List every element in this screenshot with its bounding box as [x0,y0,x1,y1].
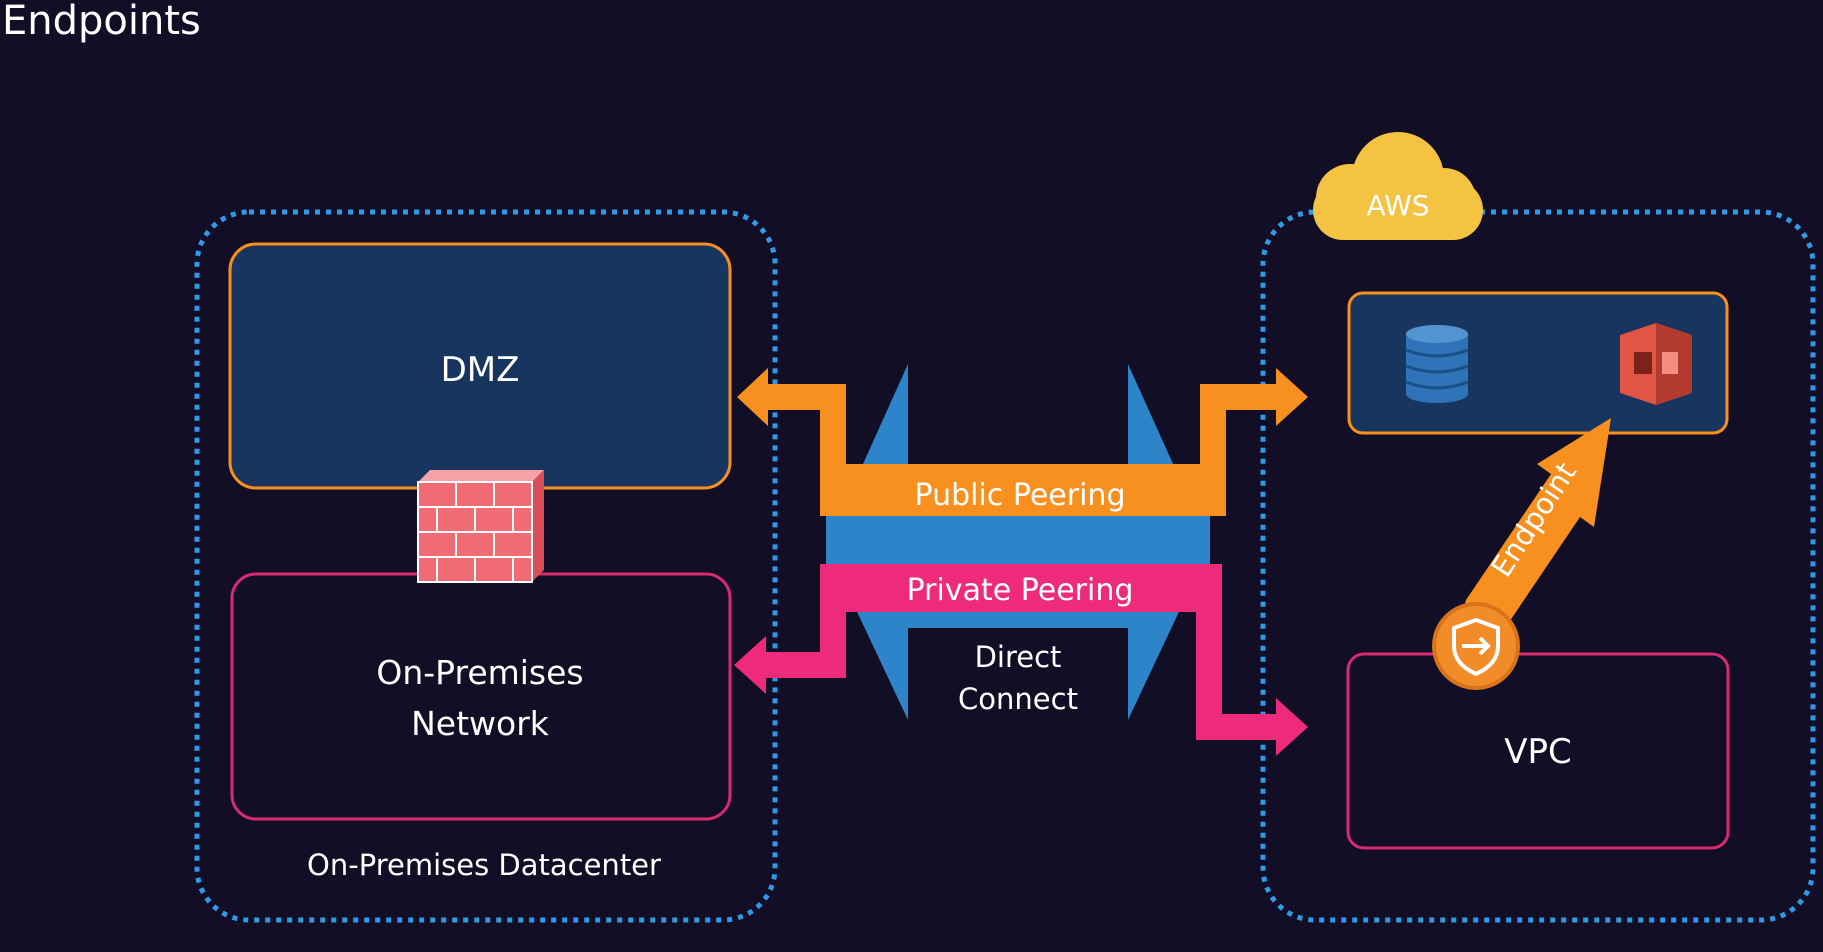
public-peering-link [737,368,1308,516]
aws-cloud-label: AWS [1366,189,1429,222]
on-premises-network-label-line2: Network [411,704,550,743]
dmz-label: DMZ [441,350,520,390]
endpoint-arrow [1460,418,1611,643]
aws-container [1260,209,1816,923]
on-premises-network-box [230,572,732,821]
vpc-label: VPC [1504,732,1572,772]
public-peering-label: Public Peering [915,478,1126,513]
on-premises-datacenter-container [194,209,778,923]
s3-icon [1620,323,1692,405]
direct-connect-label-line1: Direct [975,640,1062,674]
slide-title: Endpoints [2,0,201,44]
on-premises-network-label-line1: On-Premises [376,653,583,692]
private-peering-link [734,564,1308,756]
datacenter-caption: On-Premises Datacenter [307,848,661,882]
vpc-box [1346,652,1730,850]
direct-connect-label-line2: Connect [958,682,1078,716]
dynamodb-icon [1405,325,1469,403]
firewall-icon [417,470,544,583]
private-peering-label: Private Peering [907,573,1134,608]
vpc-endpoint-icon [1432,602,1520,690]
aws-cloud-icon [1313,132,1483,240]
